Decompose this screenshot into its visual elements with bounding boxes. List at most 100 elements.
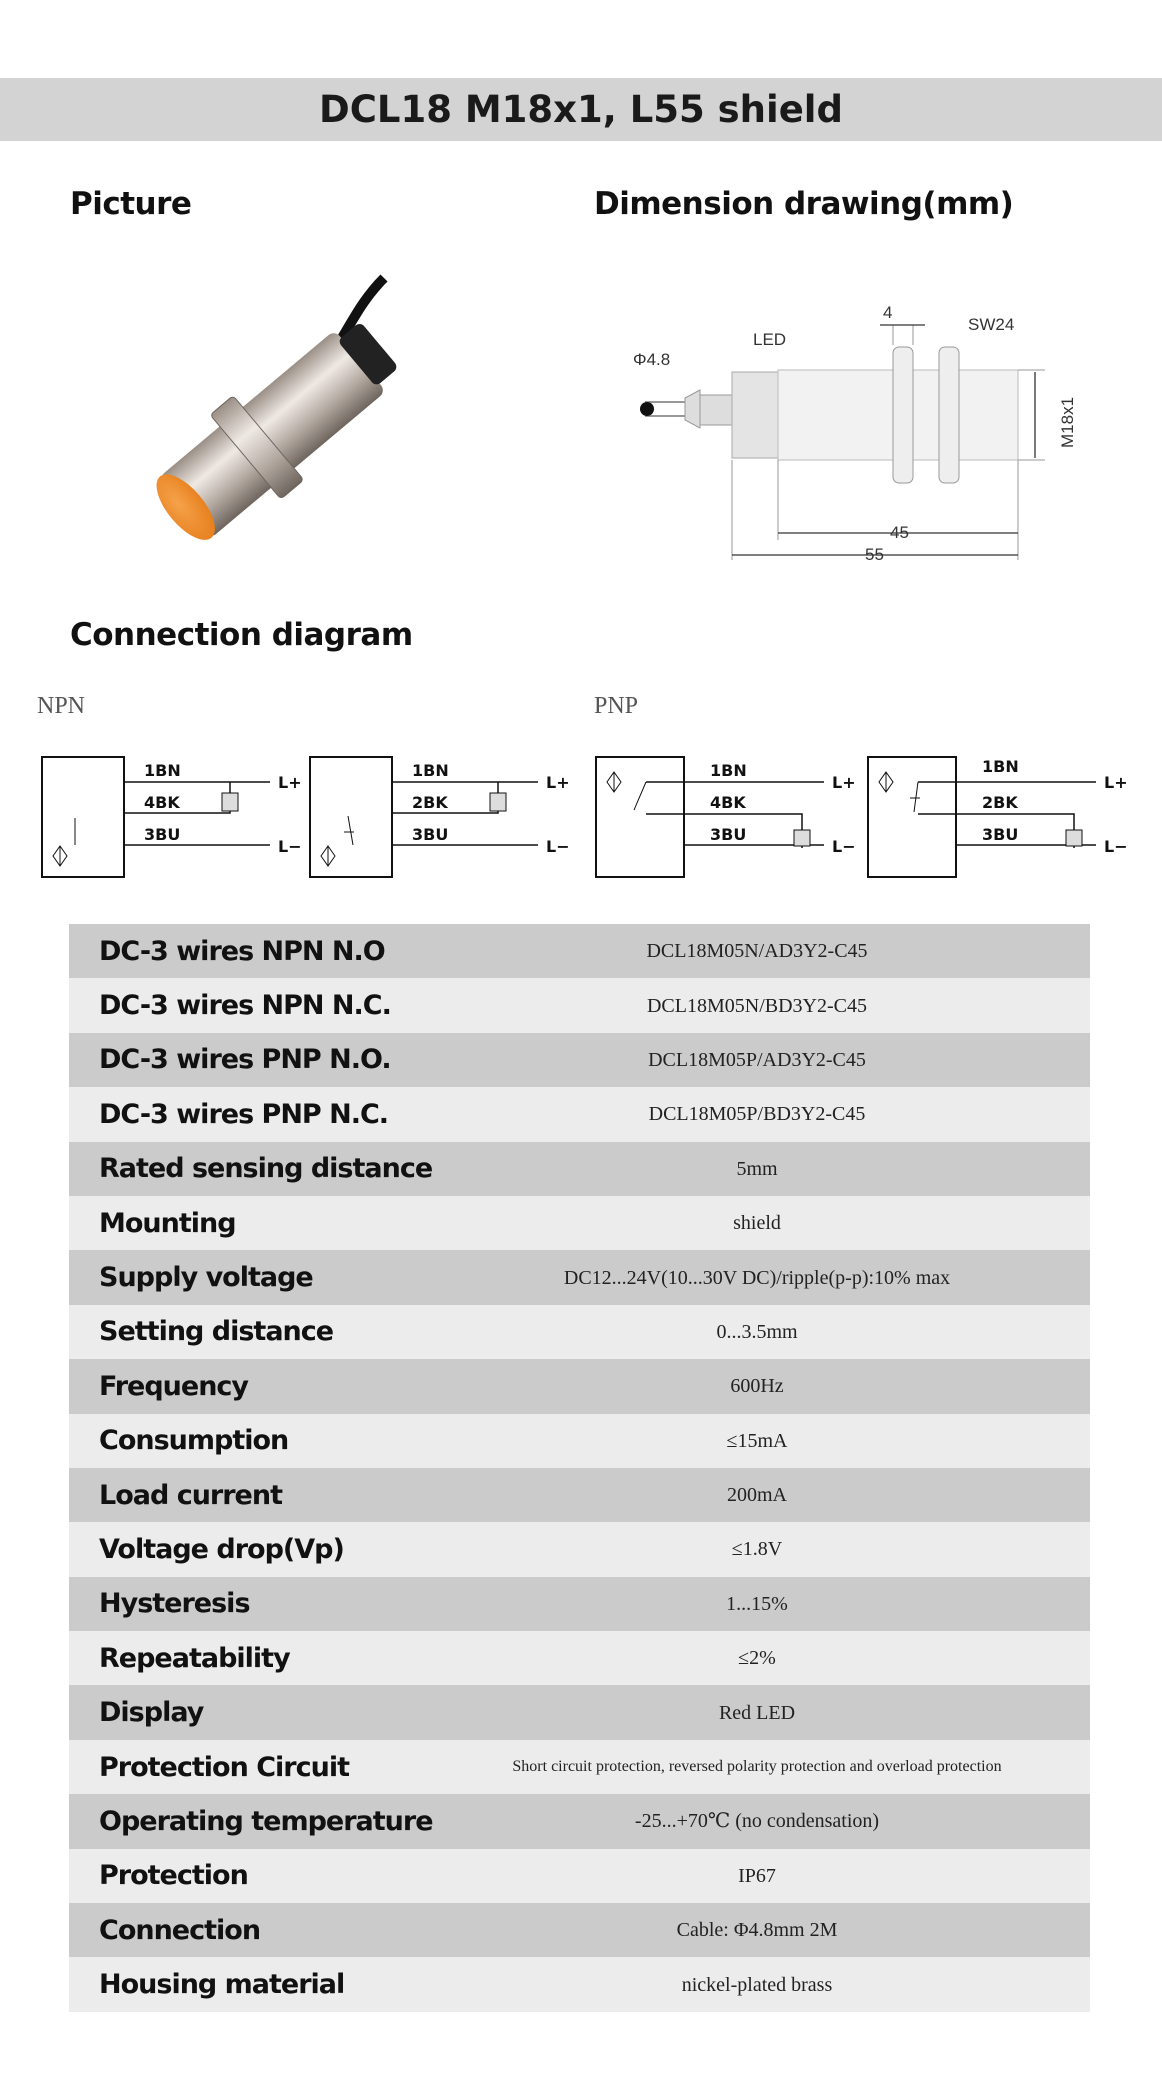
spec-row: Rated sensing distance 5mm: [69, 1141, 1090, 1196]
spec-row: Operating temperature-25...+70℃ (no cond…: [69, 1794, 1090, 1849]
spec-value: ≤2%: [738, 1647, 776, 1670]
spec-label: Operating temperature: [99, 1805, 434, 1837]
spec-value: Red LED: [718, 1701, 796, 1724]
spec-value: 1...15%: [726, 1592, 788, 1615]
spec-label: Voltage drop(Vp): [99, 1533, 345, 1565]
wire-bu: 3BU: [412, 825, 448, 844]
spec-value: Cable: Φ4.8mm 2M: [676, 1919, 838, 1942]
spec-value: 5mm: [736, 1157, 778, 1180]
npn-nc-diagram: 1BN 2BK 3BU L+ L−: [309, 756, 570, 878]
spec-label: Setting distance: [99, 1316, 334, 1348]
wire-bn: 1BN: [982, 757, 1019, 776]
spec-label: Consumption: [99, 1425, 289, 1457]
connection-heading: Connection diagram: [70, 617, 413, 653]
npn-label: NPN: [37, 693, 86, 719]
spec-label: Frequency: [99, 1370, 249, 1402]
spec-row: DC-3 wires PNP N.C.DCL18M05P/BD3Y2-C45: [69, 1087, 1090, 1142]
sensor-symbol-icon: [52, 845, 68, 867]
spec-row: Voltage drop(Vp) ≤1.8V: [69, 1522, 1090, 1577]
spec-row: Load current 200mA: [69, 1467, 1090, 1523]
spec-value: DCL18M05P/AD3Y2-C45: [648, 1048, 866, 1071]
spec-label: Rated sensing distance: [99, 1153, 433, 1185]
spec-label: Hysteresis: [99, 1588, 251, 1620]
pnp-label: PNP: [594, 693, 639, 719]
spec-label: Protection: [99, 1860, 249, 1892]
spec-value: 200mA: [727, 1484, 787, 1507]
spec-value: DCL18M05N/AD3Y2-C45: [646, 940, 868, 963]
sensor-symbol-icon: [606, 771, 622, 793]
wire-bu: 3BU: [144, 825, 180, 844]
spec-row: DC-3 wires PNP N.O. DCL18M05P/AD3Y2-C45: [69, 1032, 1090, 1088]
spec-row: Protection IP67: [69, 1848, 1090, 1904]
sensor-photo: [156, 274, 397, 540]
wire-bn: 1BN: [412, 761, 449, 780]
spec-label: DC-3 wires PNP N.O.: [99, 1044, 392, 1076]
npn-no-diagram: 1BN 4BK 3BU L+ L−: [41, 756, 302, 878]
spec-label: DC-3 wires NPN N.C.: [99, 990, 392, 1022]
spec-value: shield: [733, 1212, 781, 1235]
terminal-lminus: L−: [278, 837, 302, 856]
wire-bk: 2BK: [982, 793, 1018, 812]
wire-bu: 3BU: [710, 825, 746, 844]
spec-row: Mounting shield: [69, 1195, 1090, 1251]
spec-row: Repeatability ≤2%: [69, 1631, 1090, 1686]
terminal-lminus: L−: [1104, 837, 1128, 856]
spec-row: Hysteresis 1...15%: [69, 1576, 1090, 1632]
terminal-lplus: L+: [546, 773, 570, 792]
terminal-lplus: L+: [278, 773, 302, 792]
nut-width-label: 4: [883, 303, 892, 322]
spec-label: Mounting: [99, 1207, 237, 1239]
wire-bk: 2BK: [412, 793, 448, 812]
spec-row: Display Red LED: [69, 1685, 1090, 1740]
title-bar: DCL18 M18x1, L55 shield: [0, 78, 1162, 141]
terminal-lminus: L−: [546, 837, 570, 856]
dimension-heading: Dimension drawing(mm): [594, 186, 1014, 222]
wire-bn: 1BN: [710, 761, 747, 780]
thread-label: M18x1: [1058, 397, 1077, 448]
terminal-lplus: L+: [1104, 773, 1128, 792]
spec-row: Connection Cable: Φ4.8mm 2M: [69, 1903, 1090, 1958]
spec-value: ≤1.8V: [731, 1538, 783, 1561]
spec-value: 600Hz: [730, 1375, 784, 1398]
spec-row: Setting distance 0...3.5mm: [69, 1304, 1090, 1360]
spec-label: DC-3 wires PNP N.C.: [99, 1098, 389, 1130]
spec-label: Repeatability: [99, 1642, 291, 1674]
length-55-label: 55: [865, 545, 884, 564]
wire-bk: 4BK: [144, 793, 180, 812]
spec-label: Supply voltage: [99, 1262, 314, 1294]
wire-bk: 4BK: [710, 793, 746, 812]
spec-row: Frequency 600Hz: [69, 1359, 1090, 1414]
spec-label: Display: [99, 1697, 204, 1729]
spec-value: DC12...24V(10...30V DC)/ripple(p-p):10% …: [563, 1266, 951, 1289]
sensor-symbol-icon: [878, 771, 894, 793]
spec-row: Housing material nickel-plated brass: [69, 1957, 1090, 2012]
spec-value: IP67: [738, 1864, 776, 1887]
spec-value: Short circuit protection, reversed polar…: [512, 1758, 1002, 1776]
pnp-no-diagram: 1BN 4BK 3BU L+ L−: [595, 756, 856, 878]
dimension-drawing: 4 SW24 LED Φ4.8 45 55 M18x1: [633, 303, 1077, 564]
cable-diameter-label: Φ4.8: [633, 350, 670, 369]
spec-value: nickel-plated brass: [681, 1973, 833, 1996]
page-title: DCL18 M18x1, L55 shield: [319, 88, 843, 131]
spec-row: Consumption ≤15mA: [69, 1413, 1090, 1468]
picture-heading: Picture: [70, 186, 192, 222]
length-45-label: 45: [890, 523, 909, 542]
wire-bu: 3BU: [982, 825, 1018, 844]
spec-label: Housing material: [99, 1969, 345, 2001]
spec-value: 0...3.5mm: [716, 1320, 798, 1343]
spec-row: Protection Circuit Short circuit protecti…: [69, 1739, 1090, 1795]
spec-label: Protection Circuit: [99, 1751, 350, 1783]
wire-bn: 1BN: [144, 761, 181, 780]
spec-value: DCL18M05N/BD3Y2-C45: [646, 994, 867, 1017]
sensor-symbol-icon: [320, 845, 336, 867]
spec-label: Load current: [99, 1479, 283, 1511]
pnp-nc-diagram: 1BN 2BK 3BU L+ L−: [867, 756, 1128, 878]
spec-row: DC-3 wires NPN N.C. DCL18M05N/BD3Y2-C45: [69, 978, 1090, 1033]
terminal-lminus: L−: [832, 837, 856, 856]
wrench-size-label: SW24: [968, 315, 1014, 334]
spec-label: Connection: [99, 1914, 261, 1946]
spec-value: ≤15mA: [726, 1429, 788, 1452]
spec-row: Supply voltage DC12...24V(10...30V DC)/ri…: [69, 1250, 1090, 1305]
